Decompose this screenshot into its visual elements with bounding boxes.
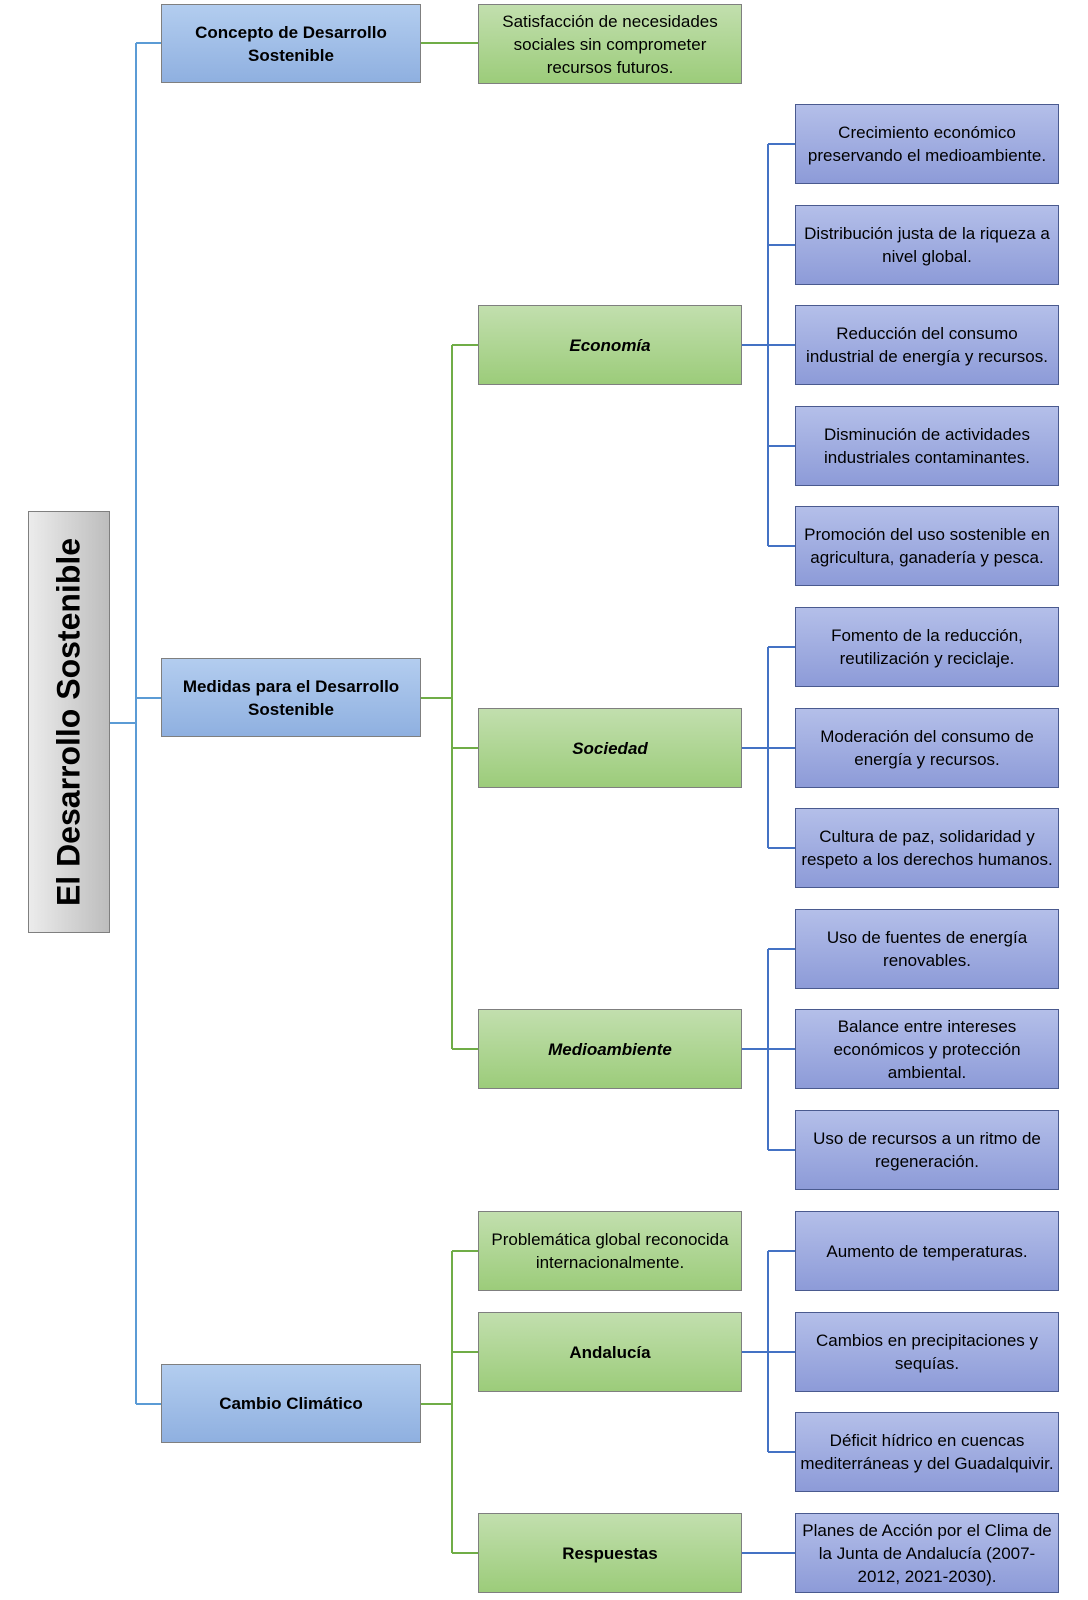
leaf-sociedad-1: Fomento de la reducción, reutilización y…	[795, 607, 1059, 687]
leaf-connectors	[742, 143, 795, 1554]
leaf-economia-3: Reducción del consumo industrial de ener…	[795, 305, 1059, 385]
node-andalucia: Andalucía	[478, 1312, 742, 1392]
root-node: El Desarrollo Sostenible	[28, 511, 110, 933]
leaf-andalucia-3: Déficit hídrico en cuencas mediterráneas…	[795, 1412, 1059, 1492]
node-problematica: Problemática global reconocida internaci…	[478, 1211, 742, 1291]
node-cambio-climatico: Cambio Climático	[161, 1364, 421, 1443]
node-concepto-definition: Satisfacción de necesidades sociales sin…	[478, 4, 742, 84]
leaf-economia-1: Crecimiento económico preservando el med…	[795, 104, 1059, 184]
node-respuestas: Respuestas	[478, 1513, 742, 1593]
leaf-medioambiente-3: Uso de recursos a un ritmo de regeneraci…	[795, 1110, 1059, 1190]
leaf-sociedad-3: Cultura de paz, solidaridad y respeto a …	[795, 808, 1059, 888]
node-medioambiente: Medioambiente	[478, 1009, 742, 1089]
leaf-medioambiente-1: Uso de fuentes de energía renovables.	[795, 909, 1059, 989]
root-title: El Desarrollo Sostenible	[50, 537, 87, 907]
leaf-andalucia-1: Aumento de temperaturas.	[795, 1211, 1059, 1291]
branch-connectors	[421, 42, 478, 1554]
leaf-economia-4: Disminución de actividades industriales …	[795, 406, 1059, 486]
leaf-medioambiente-2: Balance entre intereses económicos y pro…	[795, 1009, 1059, 1089]
leaf-andalucia-2: Cambios en precipitaciones y sequías.	[795, 1312, 1059, 1392]
leaf-respuestas-1: Planes de Acción por el Clima de la Junt…	[795, 1513, 1059, 1593]
leaf-sociedad-2: Moderación del consumo de energía y recu…	[795, 708, 1059, 788]
root-connectors	[110, 42, 161, 1405]
node-medidas: Medidas para el Desarrollo Sostenible	[161, 658, 421, 737]
node-concepto: Concepto de Desarrollo Sostenible	[161, 4, 421, 83]
leaf-economia-5: Promoción del uso sostenible en agricult…	[795, 506, 1059, 586]
node-sociedad: Sociedad	[478, 708, 742, 788]
leaf-economia-2: Distribución justa de la riqueza a nivel…	[795, 205, 1059, 285]
node-economia: Economía	[478, 305, 742, 385]
